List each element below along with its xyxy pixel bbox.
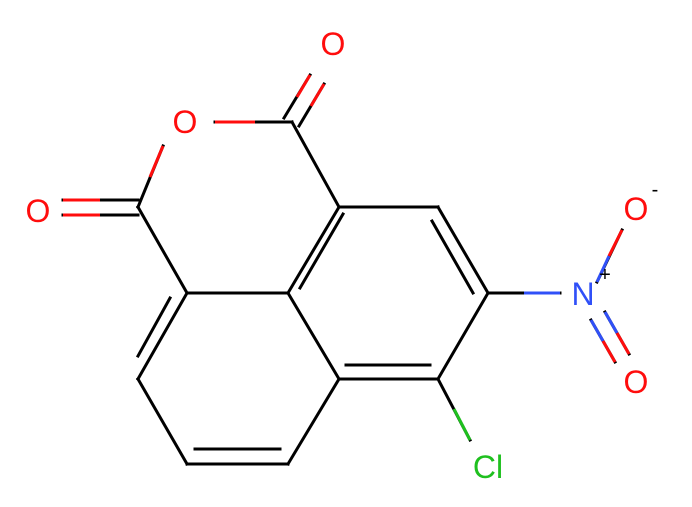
- bond: [135, 376, 190, 467]
- bond: [285, 376, 342, 467]
- atom-cl: Cl: [473, 449, 503, 485]
- bond: [297, 211, 346, 291]
- bonds: [61, 72, 632, 467]
- bond: [435, 204, 491, 296]
- atom-o-nitro-top: O: [624, 191, 649, 227]
- atom-labels: O O O O - N + O Cl: [26, 26, 659, 485]
- bond-colored-ends: [63, 74, 631, 441]
- atom-o-carbonyl-top: O: [321, 26, 346, 62]
- bond: [289, 119, 342, 210]
- atom-o-ring: O: [173, 104, 198, 140]
- bond: [285, 204, 342, 296]
- atom-o-carbonyl-left: O: [26, 193, 51, 229]
- bond: [135, 204, 190, 296]
- bond: [285, 290, 342, 382]
- bond: [135, 290, 190, 382]
- atom-o-nitro-bottom: O: [624, 364, 649, 400]
- bond: [435, 290, 491, 382]
- charge-minus: -: [652, 179, 659, 201]
- bond: [135, 295, 173, 359]
- bond: [429, 218, 476, 296]
- charge-plus: +: [599, 264, 611, 286]
- atom-n-nitro: N: [571, 276, 594, 312]
